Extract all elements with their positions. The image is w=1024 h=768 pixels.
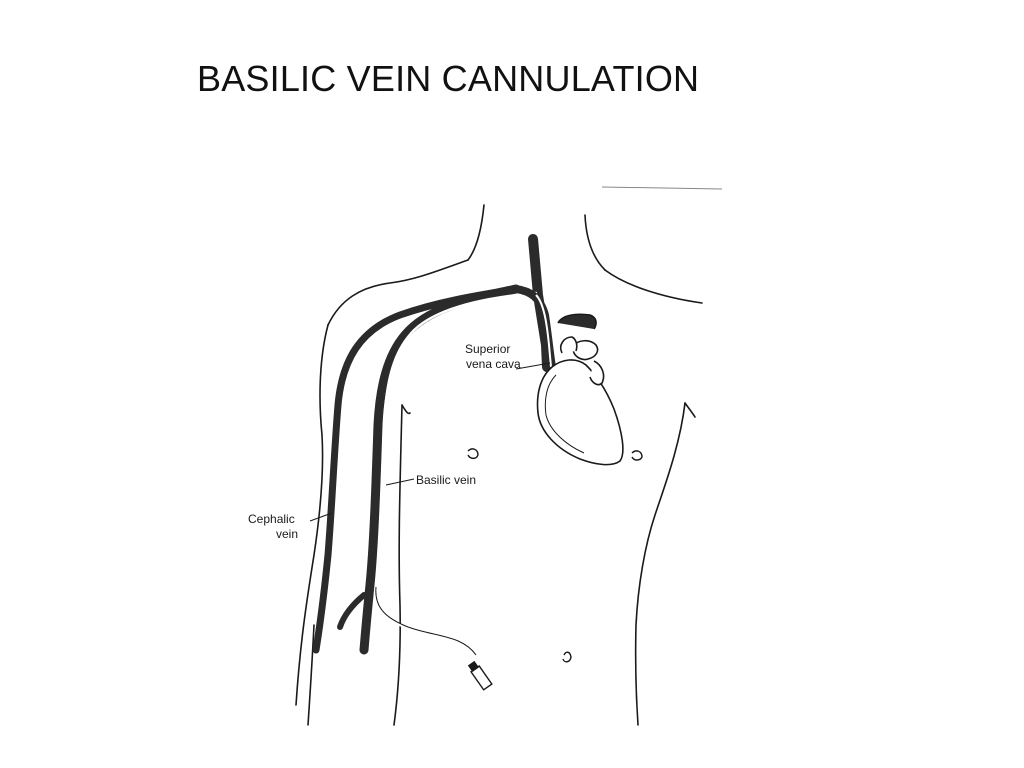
left-lower-outline: [307, 624, 315, 726]
right-atrium: [559, 336, 578, 354]
svc-catheter: [535, 294, 552, 368]
left-inner-arm-outline: [393, 404, 403, 726]
scan-edge-line: [601, 186, 723, 190]
cannula-tip: [467, 660, 479, 673]
slide-title: BASILIC VEIN CANNULATION: [197, 58, 700, 99]
neck-left-outline: [467, 204, 485, 261]
navel: [562, 651, 572, 663]
left-nipple: [467, 448, 479, 460]
left-shoulder-outline: [327, 259, 469, 326]
label-basilic-vein: Basilic vein: [416, 473, 476, 487]
cannula-hub: [467, 660, 493, 691]
label-vena-cava: vena cava: [466, 357, 521, 371]
label-vein: vein: [276, 527, 298, 541]
vein-branch-lower: [337, 592, 367, 630]
catheter-line: [373, 291, 538, 685]
cephalic-leader-line: [309, 512, 333, 522]
aortic-arch: [557, 313, 597, 330]
pulmonary-artery: [571, 339, 599, 361]
right-torso-outline: [634, 402, 686, 726]
leader-lines: [309, 362, 551, 522]
label-superior: Superior: [465, 342, 510, 356]
basilic-vein: [359, 284, 521, 655]
cephalic-vein: [312, 285, 520, 654]
basilic-leader-line: [385, 478, 415, 486]
heart-outline: [536, 359, 624, 466]
label-cephalic: Cephalic: [248, 512, 295, 526]
left-torso-side-outline: [401, 404, 411, 415]
heart-inner-outline: [544, 374, 585, 454]
anatomy-illustration: Superior vena cava Basilic vein Cephalic…: [240, 185, 725, 733]
heart: [536, 313, 624, 466]
torso-diagram: Superior vena cava Basilic vein Cephalic…: [248, 186, 723, 726]
catheter-outline: [375, 586, 477, 656]
left-outer-arm-outline: [295, 324, 329, 706]
neck-right-outline: [584, 214, 606, 271]
left-atrial-appendage: [589, 360, 605, 386]
svc-leader-line: [515, 362, 551, 370]
right-shoulder-outline: [604, 269, 703, 304]
right-armpit-outline: [684, 402, 696, 418]
right-nipple: [631, 450, 643, 461]
body-outline: [295, 204, 703, 726]
body-landmarks: [467, 448, 643, 663]
